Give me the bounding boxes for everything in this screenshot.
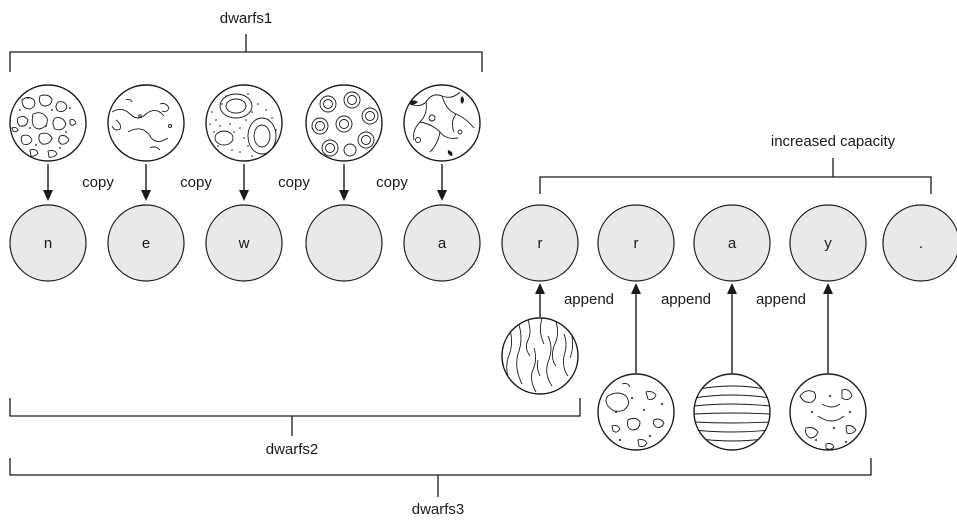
append-arrow (631, 283, 641, 373)
spotted-planet-icon (789, 373, 867, 451)
cell-label: n (44, 235, 52, 252)
array-cell: r (501, 204, 579, 282)
copy-label: copy (82, 174, 114, 191)
cell-label: r (538, 235, 543, 252)
dwarfs3-bracket: dwarfs3 (9, 458, 872, 518)
append-arrow (535, 283, 545, 317)
array-cell: a (403, 204, 481, 282)
append-arrows: append append append (535, 283, 833, 373)
append-label: append (564, 291, 614, 308)
cell-label: a (728, 235, 737, 252)
streaked-planet-icon (501, 317, 579, 395)
array-cell: r (597, 204, 675, 282)
cell-label: e (142, 235, 150, 252)
copy-label: copy (278, 174, 310, 191)
blotchy-planet-icon (597, 373, 675, 451)
increased-capacity-bracket: increased capacity (539, 133, 932, 194)
append-label: append (756, 291, 806, 308)
copy-arrows: copy copy copy copy (43, 164, 447, 201)
cellular-network-planet-icon (403, 84, 481, 162)
copy-label: copy (376, 174, 408, 191)
dwarfs3-label: dwarfs3 (412, 501, 465, 518)
dotted-cell-planet-icon (205, 84, 283, 162)
dwarfs2-label: dwarfs2 (266, 441, 319, 458)
cell-label: r (634, 235, 639, 252)
array-cell: e (107, 204, 185, 282)
append-label: append (661, 291, 711, 308)
array-cell: y (789, 204, 867, 282)
cell-label: w (238, 235, 250, 252)
copy-arrow (43, 164, 53, 201)
increased-capacity-label: increased capacity (771, 133, 896, 150)
array-cell: . (882, 204, 957, 282)
copy-arrow (239, 164, 249, 201)
array-cell: a (693, 204, 771, 282)
copy-arrow (437, 164, 447, 201)
cell-label: . (919, 235, 923, 252)
append-arrow (823, 283, 833, 373)
dwarfs1-bracket: dwarfs1 (9, 10, 483, 72)
copy-arrow (141, 164, 151, 201)
cell-label: a (438, 235, 447, 252)
copy-label: copy (180, 174, 212, 191)
array-cells: n e w a r r a y . (9, 204, 957, 282)
dwarfs2-bracket: dwarfs2 (9, 398, 581, 458)
smooth-wavy-planet-icon (107, 84, 185, 162)
ringed-circles-planet-icon (305, 84, 383, 162)
array-cell (305, 204, 383, 282)
array-cell: n (9, 204, 87, 282)
copy-arrow (339, 164, 349, 201)
cell-label: y (824, 235, 832, 252)
rocky-cratered-planet-icon (9, 84, 87, 162)
banded-planet-icon (693, 373, 771, 451)
append-arrow (727, 283, 737, 373)
dwarfs1-label: dwarfs1 (220, 10, 273, 27)
array-cell: w (205, 204, 283, 282)
